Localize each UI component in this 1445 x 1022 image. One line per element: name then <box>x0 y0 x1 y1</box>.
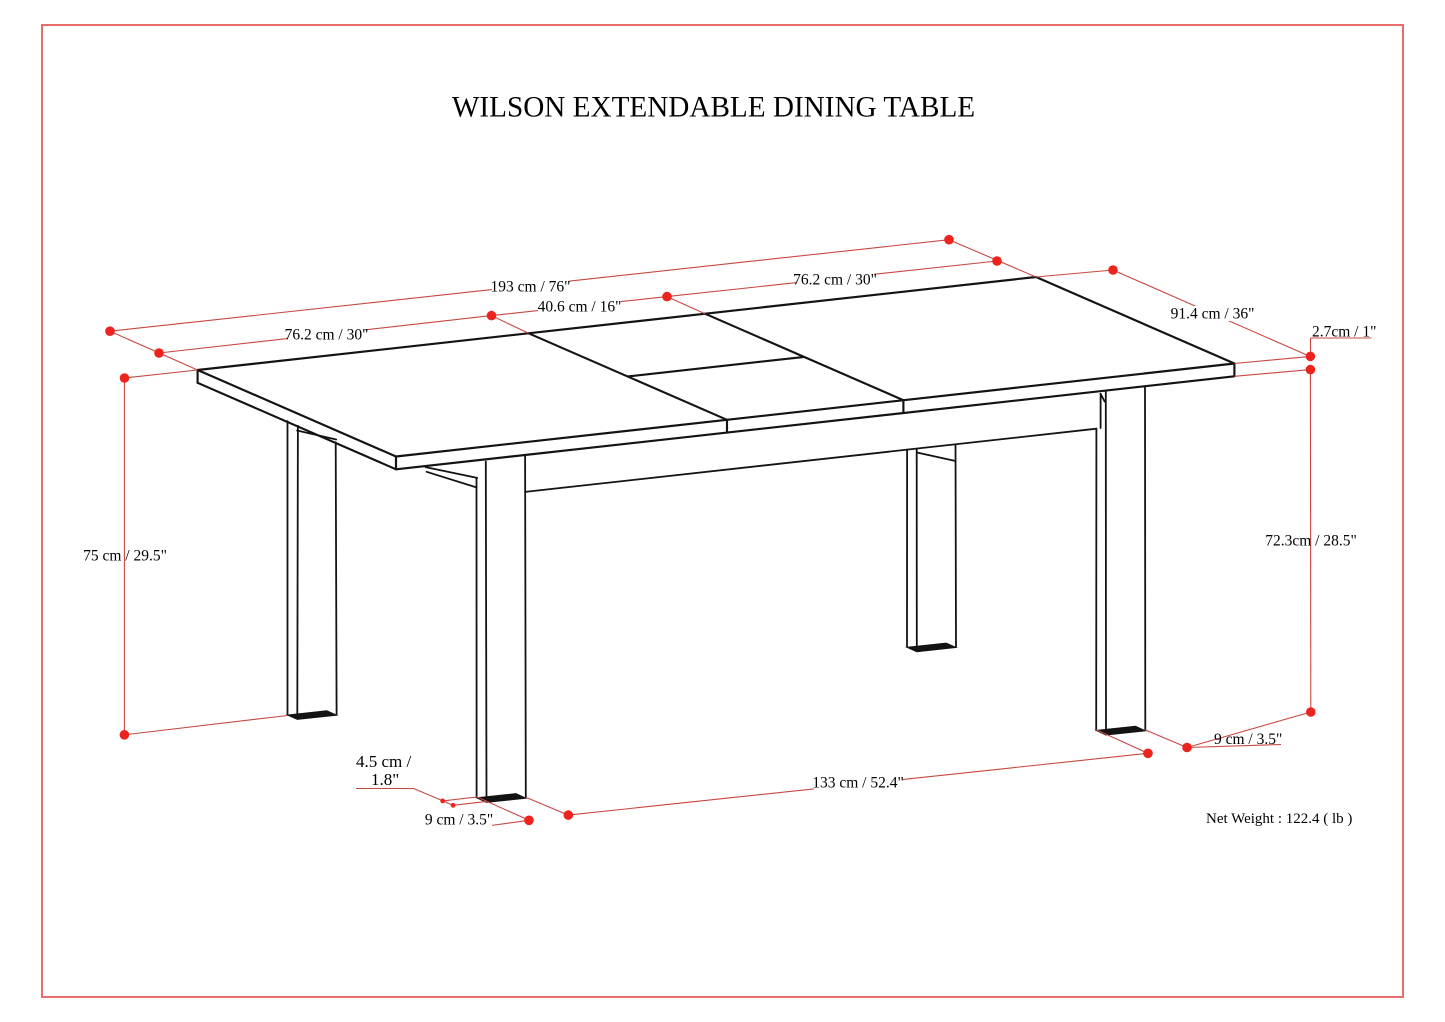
svg-text:91.4 cm / 36": 91.4 cm / 36" <box>1171 306 1255 323</box>
svg-text:75 cm / 29.5": 75 cm / 29.5" <box>83 548 167 565</box>
svg-text:40.6 cm / 16": 40.6 cm / 16" <box>538 299 622 316</box>
svg-text:WILSON EXTENDABLE DINING TABLE: WILSON EXTENDABLE DINING TABLE <box>452 92 975 124</box>
svg-text:Net Weight : 122.4 ( lb ): Net Weight : 122.4 ( lb ) <box>1206 811 1352 827</box>
svg-text:2.7cm / 1": 2.7cm / 1" <box>1312 324 1376 341</box>
svg-text:9 cm / 3.5": 9 cm / 3.5" <box>1214 731 1282 748</box>
svg-text:9 cm / 3.5": 9 cm / 3.5" <box>425 812 493 829</box>
svg-text:72.3cm / 28.5": 72.3cm / 28.5" <box>1265 533 1357 550</box>
svg-text:76.2 cm / 30": 76.2 cm / 30" <box>285 327 369 344</box>
svg-text:4.5 cm /: 4.5 cm / <box>356 752 412 771</box>
svg-text:193 cm / 76": 193 cm / 76" <box>491 279 571 296</box>
svg-text:76.2 cm / 30": 76.2 cm / 30" <box>793 272 877 289</box>
svg-text:133 cm / 52.4": 133 cm / 52.4" <box>812 775 904 792</box>
svg-text:1.8": 1.8" <box>371 770 399 789</box>
